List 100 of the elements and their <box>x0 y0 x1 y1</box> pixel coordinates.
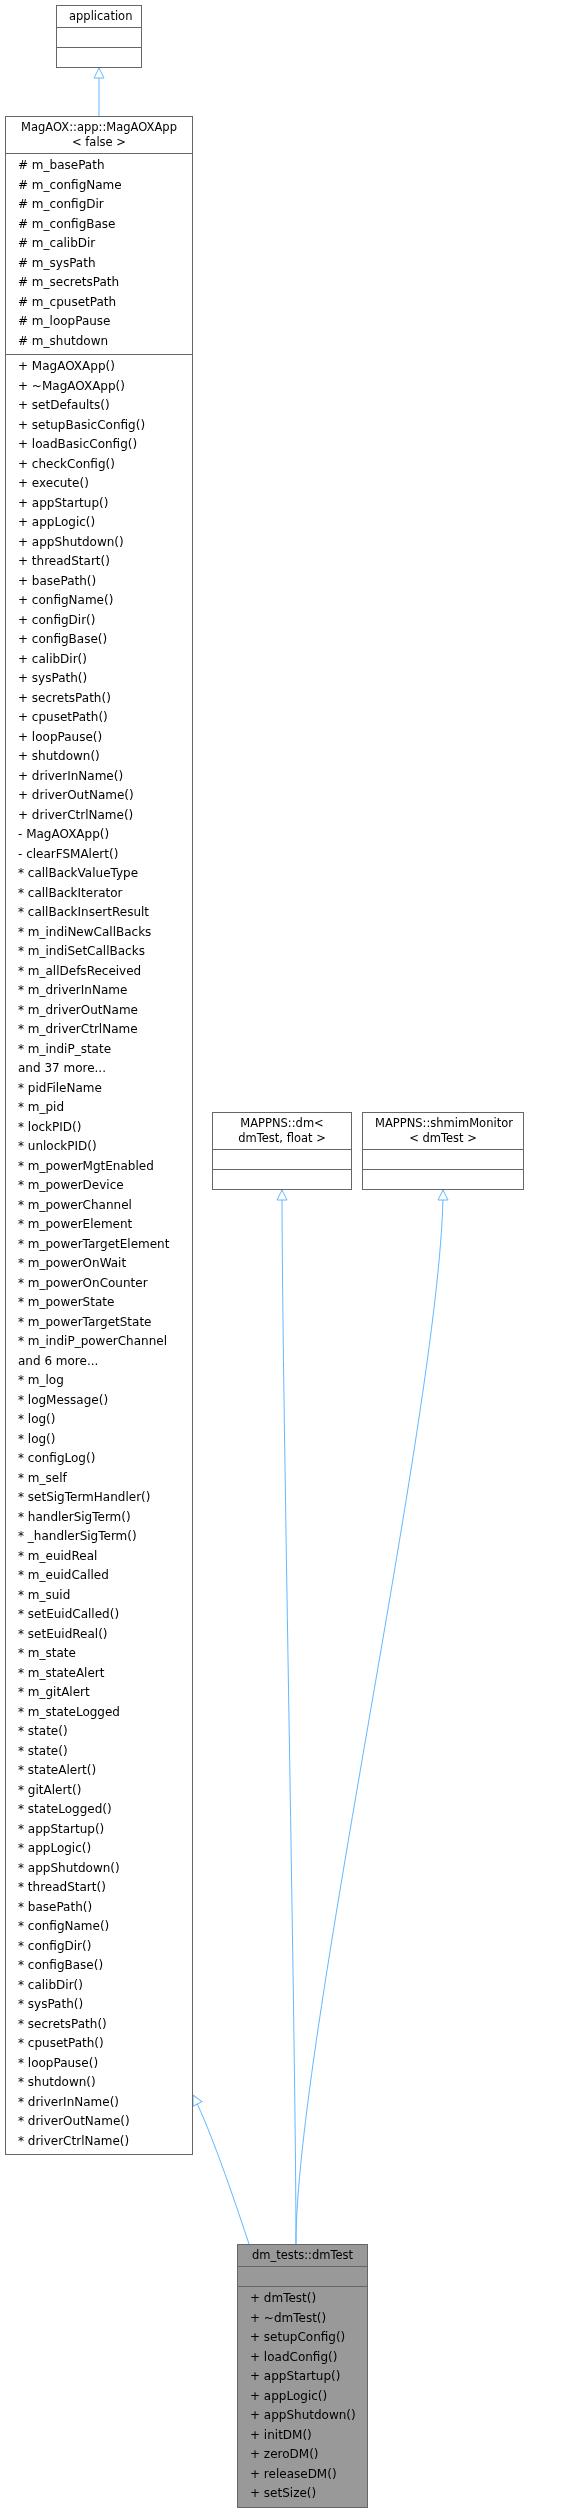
member-name: * m_stateLogged <box>17 1703 120 1721</box>
member-name: + setSize() <box>249 2485 317 2502</box>
class-name: MAPPNS::dm< dmTest, float > <box>237 1115 327 1147</box>
member-name: + initDM() <box>249 2426 312 2444</box>
member-name: * callBackIterator <box>17 884 123 902</box>
member-name: # m_configDir <box>17 196 104 213</box>
member-name: * m_euidCalled <box>17 1567 109 1584</box>
member-name: # m_sysPath <box>17 254 96 272</box>
inheritance-arrow <box>93 67 105 117</box>
member-name: + sysPath() <box>17 670 88 687</box>
member-name: * driverCtrlName() <box>17 2132 130 2150</box>
member-name: * gitAlert() <box>17 1781 82 1799</box>
member-name: * unlockPID() <box>17 1138 97 1155</box>
member-name: + driverOutName() <box>17 787 134 804</box>
member-name: * appStartup() <box>17 1820 105 1838</box>
member-name: + dmTest() <box>249 2290 317 2307</box>
member-name: + calibDir() <box>17 650 87 668</box>
member-name: * state() <box>17 1742 68 1760</box>
member-name: * configBase() <box>17 1957 104 1974</box>
member-name: + configDir() <box>17 611 96 629</box>
member-name: * threadStart() <box>17 1879 106 1896</box>
member-name: + MagAOXApp() <box>17 358 115 375</box>
member-name: * m_powerOnWait <box>17 1255 127 1272</box>
member-name: * m_gitAlert <box>17 1684 90 1701</box>
member-name: + loadBasicConfig() <box>17 436 138 453</box>
member-name: * configName() <box>17 1918 110 1935</box>
member-name: + driverInName() <box>17 767 124 785</box>
member-name: * setEuidCalled() <box>17 1606 120 1623</box>
member-name: * configDir() <box>17 1937 92 1955</box>
member-name: * m_indiNewCallBacks <box>17 923 152 941</box>
member-name: # m_secretsPath <box>17 274 120 291</box>
member-name: * m_allDefsReceived <box>17 962 142 980</box>
member-name: * callBackValueType <box>17 865 139 882</box>
member-name: # m_cpusetPath <box>17 293 117 311</box>
member-name: * basePath() <box>17 1898 93 1916</box>
member-name: - MagAOXApp() <box>17 826 110 843</box>
member-name: * m_powerElement <box>17 1216 133 1233</box>
class-name: MAPPNS::shmimMonitor < dmTest > <box>374 1115 514 1147</box>
member-name: * cpusetPath() <box>17 2035 104 2052</box>
class-name: MagAOX::app::MagAOXApp < false > <box>20 119 178 151</box>
member-name: # m_configBase <box>17 215 116 233</box>
class-name: application <box>68 8 134 25</box>
member-name: * m_powerChannel <box>17 1196 132 1214</box>
class-box <box>362 1112 524 1190</box>
member-name: - clearFSMAlert() <box>17 845 119 863</box>
member-name: * sysPath() <box>17 1996 84 2013</box>
member-name: * m_self <box>17 1469 67 1487</box>
member-name: * m_euidReal <box>17 1547 98 1565</box>
member-name: * appLogic() <box>17 1840 92 1857</box>
member-name: * state() <box>17 1723 68 1740</box>
member-name: + appStartup() <box>17 494 109 512</box>
member-name: + loopPause() <box>17 728 103 746</box>
member-name: + setDefaults() <box>17 397 110 414</box>
member-name: + ~dmTest() <box>249 2309 327 2327</box>
member-name: * m_suid <box>17 1586 71 1604</box>
member-name: * configLog() <box>17 1450 96 1467</box>
member-name: * m_powerTargetElement <box>17 1235 170 1253</box>
inheritance-arrow <box>192 2094 250 2245</box>
member-name: * m_indiP_state <box>17 1040 112 1058</box>
member-name: # m_loopPause <box>17 313 111 330</box>
member-name: + appStartup() <box>249 2368 341 2385</box>
member-name: + basePath() <box>17 572 97 590</box>
member-name: + execute() <box>17 475 89 492</box>
member-name: + secretsPath() <box>17 689 111 707</box>
member-name: and 6 more... <box>17 1352 99 1370</box>
member-name: + appShutdown() <box>17 533 124 551</box>
member-name: * handlerSigTerm() <box>17 1508 131 1526</box>
member-name: * stateAlert() <box>17 1762 97 1779</box>
member-name: * shutdown() <box>17 2074 96 2091</box>
class-box <box>56 5 142 68</box>
member-name: + setupBasicConfig() <box>17 416 146 434</box>
member-name: # m_shutdown <box>17 332 109 350</box>
member-name: + configName() <box>17 592 114 609</box>
member-name: * m_stateAlert <box>17 1664 105 1682</box>
member-name: * lockPID() <box>17 1118 82 1136</box>
member-name: * driverInName() <box>17 2093 120 2111</box>
member-name: # m_configName <box>17 176 122 194</box>
member-name: * loopPause() <box>17 2054 99 2072</box>
member-name: * calibDir() <box>17 1976 83 1994</box>
member-name: + appShutdown() <box>249 2407 356 2424</box>
member-name: and 37 more... <box>17 1060 106 1077</box>
member-name: * _handlerSigTerm() <box>17 1528 137 1545</box>
member-name: * m_powerOnCounter <box>17 1274 148 1292</box>
member-name: * pidFileName <box>17 1079 102 1097</box>
member-name: * log() <box>17 1430 56 1448</box>
member-name: + zeroDM() <box>249 2446 319 2463</box>
member-name: * m_powerTargetState <box>17 1313 152 1331</box>
member-name: * m_powerState <box>17 1294 115 1311</box>
member-name: + threadStart() <box>17 553 110 570</box>
member-name: * log() <box>17 1411 56 1428</box>
member-name: * logMessage() <box>17 1391 109 1409</box>
member-name: + shutdown() <box>17 748 100 765</box>
member-name: + checkConfig() <box>17 455 115 473</box>
member-name: * m_indiP_powerChannel <box>17 1333 167 1350</box>
member-name: + appLogic() <box>249 2387 328 2405</box>
member-name: * m_indiSetCallBacks <box>17 943 145 960</box>
member-name: * setEuidReal() <box>17 1625 108 1643</box>
member-name: * setSigTermHandler() <box>17 1489 151 1506</box>
member-name: * m_driverCtrlName <box>17 1021 138 1038</box>
member-name: + releaseDM() <box>249 2465 337 2483</box>
